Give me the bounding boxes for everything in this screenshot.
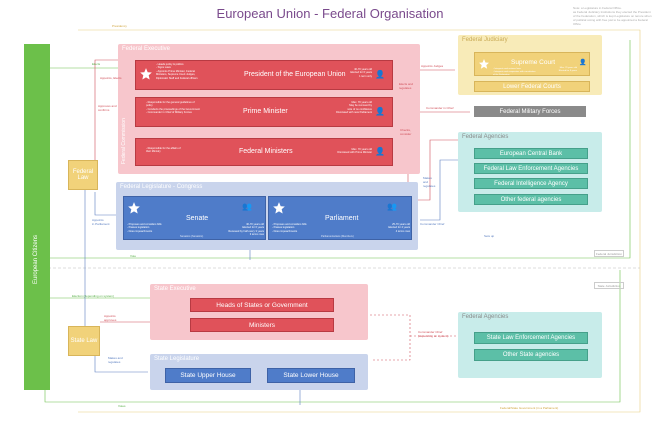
- state-lower-house-box[interactable]: State Lower House: [267, 368, 355, 383]
- federal-agencies-label: Federal Agencies: [462, 134, 509, 140]
- federal-ministers-box[interactable]: - Responsible for the affairs of their M…: [135, 138, 393, 166]
- agency-federal-law-enforcement[interactable]: Federal Law Enforcement Agencies: [474, 163, 588, 174]
- agency-european-central-bank[interactable]: European Central Bank: [474, 148, 588, 159]
- arrow-label-appoints: Appoints, Elects: [100, 76, 122, 80]
- pm-terms: Max. 70 years old May be removed by vote…: [336, 101, 372, 115]
- european-citizens-label: European Citizens: [33, 234, 39, 284]
- state-legislature-label: State Legislature: [154, 356, 200, 362]
- european-citizens-bar[interactable]: European Citizens: [24, 44, 50, 390]
- state-agencies-region: Federal Agencies: [458, 312, 602, 378]
- ministers-duties: - Responsible for the affairs of their M…: [146, 147, 181, 154]
- people-icon: 👤: [579, 60, 587, 66]
- star-icon: [272, 201, 286, 220]
- arrow-label-presidency: Presidency: [112, 24, 127, 28]
- state-ministers-box[interactable]: Ministers: [190, 318, 334, 332]
- diagram-note: Note: a Legislature in Federal Office. a…: [573, 6, 652, 26]
- arrow-label-elects-pm: Elects and regulates: [399, 82, 414, 90]
- supreme-court-terms: Max. 70 years old Elected for 9 years: [558, 67, 577, 72]
- prime-minister-box[interactable]: - Responsible for the general guidelines…: [135, 97, 393, 127]
- state-agencies-label: Federal Agencies: [462, 314, 509, 320]
- parliament-duties: - Proposes and considers bills - Passes …: [272, 223, 307, 233]
- parliament-name: Parliament: [325, 215, 359, 222]
- state-upper-house-box[interactable]: State Upper House: [165, 368, 251, 383]
- page-title: European Union - Federal Organisation: [216, 6, 444, 21]
- federal-military-forces[interactable]: Federal Military Forces: [474, 106, 586, 117]
- president-name: President of the European Union: [244, 71, 346, 78]
- people-icon: 👥: [387, 202, 397, 211]
- heads-of-states-box[interactable]: Heads of States or Government: [190, 298, 334, 312]
- agency-state-law-enforcement[interactable]: State Law Enforcement Agencies: [474, 332, 588, 344]
- arrow-label-approves-senate: Approves and confirms: [98, 104, 117, 112]
- parliament-terms: 25-70 years old Elected for 4 years 4 te…: [388, 223, 410, 233]
- arrow-label-makes-state: Makes and regulates: [108, 356, 123, 364]
- arrow-label-elects-top: Elects: [92, 62, 101, 66]
- arrow-label-election: Election (depending on system): [72, 294, 115, 298]
- arrow-label-commander: Commander in Chief: [426, 106, 454, 110]
- star-icon: [139, 67, 153, 86]
- arrow-label-appoints-judiciary: Appoints Judges: [421, 64, 444, 68]
- people-icon: 👥: [242, 202, 252, 211]
- arrow-label-checks: Checks, consider: [400, 128, 412, 136]
- state-law-box[interactable]: State Law: [68, 326, 100, 356]
- senate-foot: Senators (Senators): [180, 235, 204, 238]
- arrow-label-sets-up: Sets up: [484, 234, 495, 238]
- president-duties: - Heads policy & politics - Signs Laws -…: [156, 63, 198, 80]
- agency-other-federal[interactable]: Other federal agencies: [474, 194, 588, 205]
- federal-legislature-label: Federal Legislature - Congress: [120, 184, 203, 190]
- arrow-label-make-laws: Makes and regulates: [423, 176, 436, 188]
- star-icon: [127, 201, 141, 220]
- senate-terms: 40-70 years old Elected for 6 years Rene…: [228, 223, 264, 237]
- arrow-label-vote: Vote: [130, 254, 137, 258]
- president-box[interactable]: - Heads policy & politics - Signs Laws -…: [135, 60, 393, 90]
- star-icon: [478, 57, 490, 75]
- supreme-court-duties: - Interprets and reviews laws - Interpre…: [493, 68, 536, 76]
- pm-name: Prime Minister: [243, 108, 288, 115]
- arrow-label-state-pm-bottom: Federal/State Government (in a Parliamen…: [500, 406, 559, 410]
- president-terms: 40-70 years old Elected for 6 years 1 te…: [350, 68, 372, 78]
- arrow-label-votes-bottom: Votes: [118, 404, 126, 408]
- state-executive-label: State Executive: [154, 286, 196, 292]
- senate-box[interactable]: Senate - Proposes and considers bills - …: [123, 196, 266, 240]
- lower-federal-courts[interactable]: Lower Federal Courts: [474, 81, 590, 92]
- arrow-label-state-pm: Commander Chief: [420, 222, 445, 226]
- federal-judiciary-label: Federal Judiciary: [462, 37, 508, 43]
- supreme-court-box[interactable]: Supreme Court - Interprets and reviews l…: [474, 52, 590, 76]
- agency-other-state[interactable]: Other State agencies: [474, 349, 588, 361]
- pm-duties: - Responsible for the general guidelines…: [146, 101, 200, 115]
- agency-federal-intelligence[interactable]: Federal Intelligence Agency: [474, 178, 588, 189]
- federal-executive-label: Federal Executive: [122, 46, 171, 52]
- arrow-label-appoints-state: Appoints approves: [104, 314, 117, 322]
- people-icon: 👤: [375, 147, 385, 156]
- state-jurisdiction-tag: State Jurisdiction: [594, 282, 624, 289]
- supreme-court-name: Supreme Court: [511, 59, 556, 66]
- parliament-foot: Parliamentarians (Members): [321, 235, 354, 238]
- federal-law-box[interactable]: Federal Law: [68, 160, 98, 190]
- federal-commission-label: Federal Commission: [121, 118, 127, 164]
- people-icon: 👤: [375, 70, 385, 79]
- ministers-name: Federal Ministers: [239, 148, 293, 155]
- arrow-label-commander-state: Commander Chief (depending on system): [418, 330, 449, 338]
- senate-name: Senate: [186, 215, 209, 222]
- ministers-terms: Max. 70 years old Dismissed with Prime M…: [337, 148, 372, 155]
- federal-jurisdiction-tag: Federal Jurisdiction: [594, 250, 624, 257]
- person-icon: 👤: [375, 107, 385, 116]
- senate-duties: - Proposes and considers bills - Passes …: [127, 223, 162, 233]
- parliament-box[interactable]: Parliament - Proposes and considers bill…: [268, 196, 412, 240]
- arrow-label-appoints-pm: Appoints in Parliament: [92, 218, 110, 226]
